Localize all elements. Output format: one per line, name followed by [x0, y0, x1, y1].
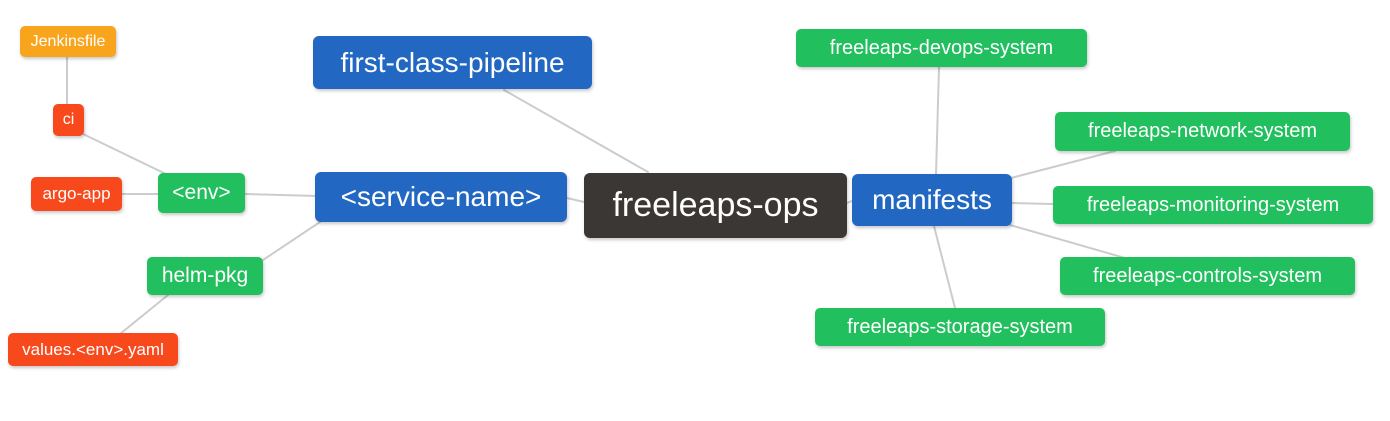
node-ci[interactable]: ci	[53, 104, 84, 136]
node-manifests[interactable]: manifests	[852, 174, 1012, 226]
edge-manifests-devops	[935, 66, 940, 175]
edge-manifests-network	[1010, 150, 1116, 179]
node-jenkinsfile[interactable]: Jenkinsfile	[20, 26, 116, 57]
node-service-name[interactable]: <service-name>	[315, 172, 567, 222]
edge-manifests-controls	[1009, 224, 1126, 259]
node-freeleaps-devops-system[interactable]: freeleaps-devops-system	[796, 29, 1087, 67]
edge-manifests-storage	[933, 225, 956, 309]
node-freeleaps-ops[interactable]: freeleaps-ops	[584, 173, 847, 238]
node-freeleaps-monitoring-system[interactable]: freeleaps-monitoring-system	[1053, 186, 1373, 224]
edge-ops-manifests	[846, 200, 853, 204]
edge-ci-env	[80, 132, 169, 176]
edge-helm-pkg-values	[119, 294, 169, 335]
node-helm-pkg[interactable]: helm-pkg	[147, 257, 263, 295]
node-values-env-yaml[interactable]: values.<env>.yaml	[8, 333, 178, 366]
edge-service-name-ops	[566, 197, 585, 203]
node-freeleaps-storage-system[interactable]: freeleaps-storage-system	[815, 308, 1105, 346]
edge-env-service-name	[244, 193, 318, 197]
node-first-class-pipeline[interactable]: first-class-pipeline	[313, 36, 592, 89]
node-freeleaps-controls-system[interactable]: freeleaps-controls-system	[1060, 257, 1355, 295]
node-argo-app[interactable]: argo-app	[31, 177, 122, 211]
edge-pipeline-freeleaps-ops	[503, 89, 649, 173]
node-env[interactable]: <env>	[158, 173, 245, 213]
edge-manifests-monitoring	[1011, 202, 1054, 205]
node-freeleaps-network-system[interactable]: freeleaps-network-system	[1055, 112, 1350, 151]
edge-service-name-helm-pkg	[262, 221, 321, 261]
